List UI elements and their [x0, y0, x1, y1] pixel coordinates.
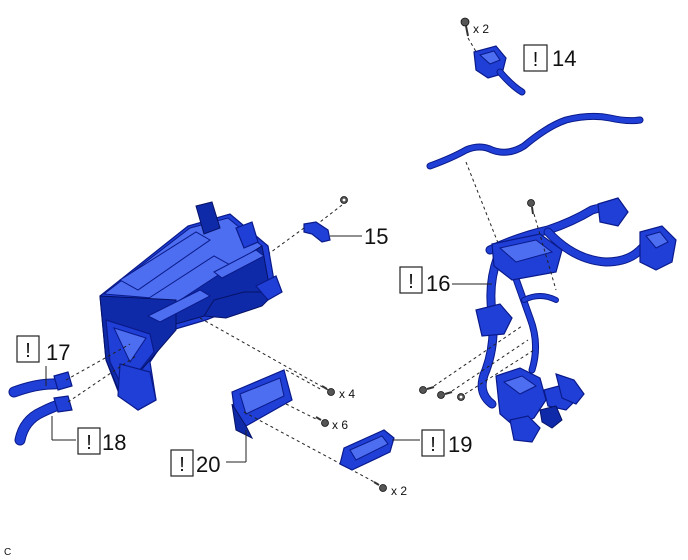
part-15-bracket [303, 221, 331, 243]
figure-corner-label: C [4, 547, 11, 558]
bolt-icon [460, 17, 470, 37]
part-14-bracket [473, 45, 526, 96]
bolt-icon [373, 481, 387, 492]
dashed-guide [285, 403, 319, 421]
nut-icon [457, 393, 465, 401]
part-19-group: ! 19 x 2 [339, 429, 472, 498]
bolt-quantity-label: x 4 [339, 387, 355, 401]
caution-icon [170, 449, 194, 477]
dashed-guide [199, 317, 329, 391]
cable-upper [426, 112, 644, 249]
caution-mark: ! [533, 49, 539, 71]
callout-17: 17 [46, 340, 70, 365]
dashed-guide [464, 349, 535, 395]
hose-17-group: ! 17 [8, 335, 131, 398]
nut-icon [340, 196, 348, 204]
caution-icon [523, 44, 548, 72]
callout-14: 14 [552, 46, 576, 71]
caution-icon [16, 335, 40, 363]
bolt-quantity-label: x 6 [332, 418, 348, 432]
part-20-group: ! 20 x 4 x 6 [170, 369, 379, 485]
callout-18: 18 [102, 430, 126, 455]
inverter-assembly [99, 201, 329, 411]
caution-mark: ! [86, 432, 92, 454]
part-16-wire-harness [419, 197, 677, 443]
callout-15: 15 [364, 224, 388, 249]
bolt-quantity-label: x 2 [391, 484, 407, 498]
caution-icon [399, 266, 423, 294]
dashed-guide [319, 204, 343, 223]
dashed-guide [67, 355, 137, 403]
bolt-icon [419, 386, 435, 394]
part-15-group: 15 [229, 196, 388, 283]
caution-icon [421, 429, 445, 457]
bolt-quantity-label: x 2 [473, 22, 489, 36]
dashed-guide [533, 213, 557, 291]
bolt-icon [315, 416, 329, 427]
bolt-icon [321, 385, 335, 396]
hose-18-group: ! 18 [14, 355, 137, 455]
callout-16-group: ! 16 [399, 266, 492, 296]
caution-mark: ! [408, 271, 414, 293]
caution-mark: ! [430, 434, 436, 456]
callout-16: 16 [426, 271, 450, 296]
callout-20: 20 [196, 452, 220, 477]
dashed-guide [65, 343, 131, 381]
caution-mark: ! [25, 340, 31, 362]
dashed-guide [243, 411, 379, 485]
bolt-icon [437, 391, 453, 399]
callout-19: 19 [448, 432, 472, 457]
bolt-icon [527, 199, 535, 215]
caution-icon [77, 427, 101, 455]
dashed-guide [285, 369, 323, 391]
dashed-guide [465, 161, 501, 249]
caution-mark: ! [179, 454, 185, 476]
part-14-group: x 2 ! 14 [460, 17, 576, 96]
